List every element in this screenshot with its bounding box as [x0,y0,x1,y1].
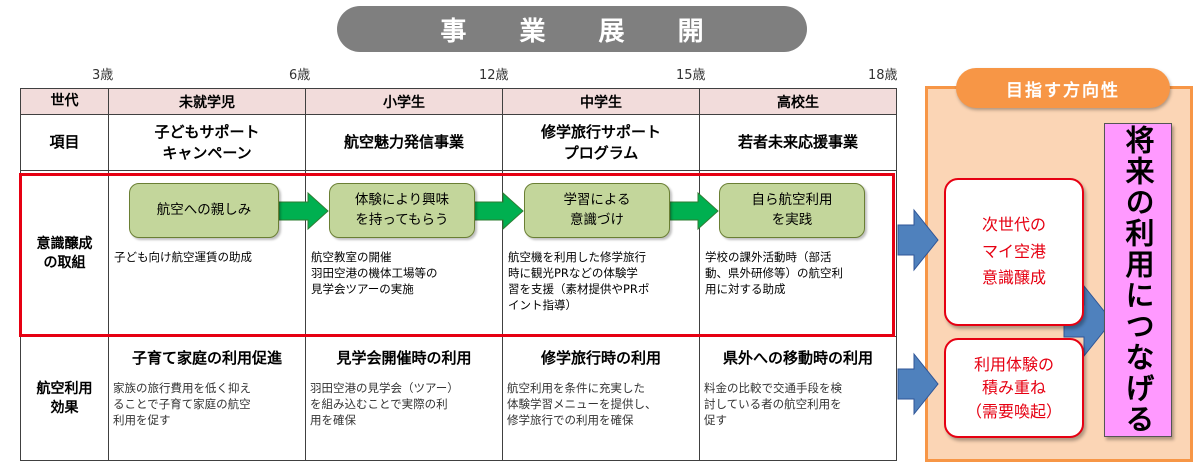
generation-elementary: 小学生 [305,88,503,115]
desc-line: 促す [704,413,727,428]
page-title: 事 業 展 開 [337,6,807,52]
effect-row: 航空利用 効果 子育て家庭の利用促進 家族の旅行費用を低く抑え ることで子育て家… [20,336,897,461]
awareness-header: 意識醸成 の取組 [20,170,109,337]
age-label-18: 18歳 [868,68,898,83]
awareness-desc: 航空機を利用した修学旅行 時に観光PRなどの体験学 習を支援（素材提供やPRポ … [506,250,697,313]
stage-line: 意識づけ [569,211,624,228]
desc-line: 用に対する助成 [705,281,786,296]
item-child-support: 子どもサポート キャンペーン [108,114,306,171]
item-line: プログラム [563,143,639,162]
age-label-3: 3歳 [92,68,114,83]
desc-line: 航空利用を条件に充実した [507,381,645,395]
stage-line: 体験により興味 [354,191,450,208]
effect-cell-preschool: 子育て家庭の利用促進 家族の旅行費用を低く抑え ることで子育て家庭の航空 利用を… [108,336,306,461]
stage-familiarity: 航空への親しみ [129,183,279,238]
stage-interest: 体験により興味 を持ってもらう [329,183,475,238]
desc-line: 利用を促す [113,413,171,428]
generation-header: 世代 [20,88,109,115]
effect-desc: 料金の比較で交通手段を検 討している者の航空利用を 促す [700,380,896,428]
box-line: 意識醸成 [981,268,1046,288]
age-label-15: 15歳 [676,68,706,83]
desc-line: 時に観光PRなどの体験学 [508,265,638,280]
desc-line: 料金の比較で交通手段を検 [704,381,842,395]
desc-line: 子ども向け航空運賃の助成 [114,250,252,264]
awareness-desc: 学校の課外活動時（部活 動、県外研修等）の航空利 用に対する助成 [703,250,894,298]
desc-line: イント指導） [508,297,577,312]
effect-cell-high-school: 県外への移動時の利用 料金の比較で交通手段を検 討している者の航空利用を 促す [699,336,897,461]
effect-header-line: 効果 [50,399,79,416]
effect-cell-elementary: 見学会開催時の利用 羽田空港の見学会（ツアー） を組み込むことで実際の利 用を確… [305,336,503,461]
item-youth-support: 若者未来応援事業 [699,114,897,171]
desc-line: 動、県外研修等）の航空利 [705,265,843,280]
stage-line: 学習による [563,191,631,208]
item-line: 修学旅行サポート [540,123,661,142]
desc-line: 羽田空港の機体工場等の [311,265,438,280]
box-line: マイ空港 [981,241,1046,261]
desc-line: 体験学習メニューを提供し、 [507,397,657,412]
item-aviation-appeal: 航空魅力発信事業 [305,114,503,171]
desc-line: 習を支援（素材提供やPRポ [508,281,650,296]
awareness-desc: 航空教室の開催 羽田空港の機体工場等の 見学会ツアーの実施 [309,250,500,298]
direction-badge: 目指す方向性 [956,68,1170,108]
awareness-header-line: の取組 [43,254,86,271]
desc-line: 見学会ツアーの実施 [311,281,414,296]
desc-line: 羽田空港の見学会（ツアー） [310,381,459,395]
effect-desc: 家族の旅行費用を低く抑え ることで子育て家庭の航空 利用を促す [109,380,305,428]
stage-line: を実践 [771,211,813,228]
box-line: （需要喚起） [965,401,1062,421]
awareness-header-line: 意識醸成 [36,235,93,252]
generation-preschool: 未就学児 [108,88,306,115]
desc-line: 修学旅行での利用を確保 [507,413,634,428]
effect-title: 県外への移動時の利用 [722,349,873,367]
stage-learning: 学習による 意識づけ [524,183,670,238]
effect-title: 修学旅行時の利用 [540,349,661,367]
desc-line: 家族の旅行費用を低く抑え [113,381,251,395]
desc-line: 航空教室の開催 [311,250,392,264]
effect-title: 子育て家庭の利用促進 [131,349,282,367]
item-line: 航空魅力発信事業 [343,133,464,152]
effect-header-line: 航空利用 [36,380,93,397]
future-use-text: 将来の利用につなげる [1121,125,1155,435]
generation-row: 世代 未就学児 小学生 中学生 高校生 [20,88,897,115]
experience-box: 利用体験の 積み重ね （需要喚起） [944,338,1084,438]
mind-building-box: 次世代の マイ空港 意識醸成 [944,178,1084,326]
box-line: 積み重ね [981,378,1046,398]
desc-line: ることで子育て家庭の航空 [113,397,251,412]
box-line: 利用体験の [973,355,1054,375]
items-header: 項目 [20,114,109,171]
generation-junior-high: 中学生 [502,88,700,115]
box-line: 次世代の [981,215,1046,235]
effect-header: 航空利用 効果 [20,336,109,461]
item-line: キャンペーン [162,143,252,162]
future-use-box: 将来の利用につなげる [1104,123,1172,437]
desc-line: 学校の課外活動時（部活 [705,250,832,264]
desc-line: を組み込むことで実際の利 [310,397,448,412]
stage-line: を持ってもらう [355,211,449,228]
desc-line: 航空機を利用した修学旅行 [508,250,646,264]
effect-desc: 羽田空港の見学会（ツアー） を組み込むことで実際の利 用を確保 [306,380,502,428]
items-row: 項目 子どもサポート キャンペーン 航空魅力発信事業 修学旅行サポート プログラ… [20,114,897,171]
age-label-6: 6歳 [289,68,311,83]
stage-line: 自ら航空利用 [751,191,833,208]
effect-title: 見学会開催時の利用 [336,349,472,367]
item-line: 若者未来応援事業 [737,133,858,152]
effect-cell-junior-high: 修学旅行時の利用 航空利用を条件に充実した 体験学習メニューを提供し、 修学旅行… [502,336,700,461]
item-line: 子どもサポート [154,123,260,142]
awareness-row: 意識醸成 の取組 子ども向け航空運賃の助成 航空教室の開催 羽田空港の機体工場等… [20,170,897,337]
age-label-12: 12歳 [479,68,509,83]
generation-high-school: 高校生 [699,88,897,115]
stage-line: 航空への親しみ [156,201,252,218]
item-school-trip: 修学旅行サポート プログラム [502,114,700,171]
awareness-desc: 子ども向け航空運賃の助成 [112,250,303,266]
desc-line: 討している者の航空利用を [704,397,842,412]
business-table: 世代 未就学児 小学生 中学生 高校生 項目 子どもサポート キャンペーン 航空… [20,88,897,461]
stage-practice: 自ら航空利用 を実践 [719,183,865,238]
desc-line: 用を確保 [310,413,356,428]
effect-desc: 航空利用を条件に充実した 体験学習メニューを提供し、 修学旅行での利用を確保 [503,380,699,428]
